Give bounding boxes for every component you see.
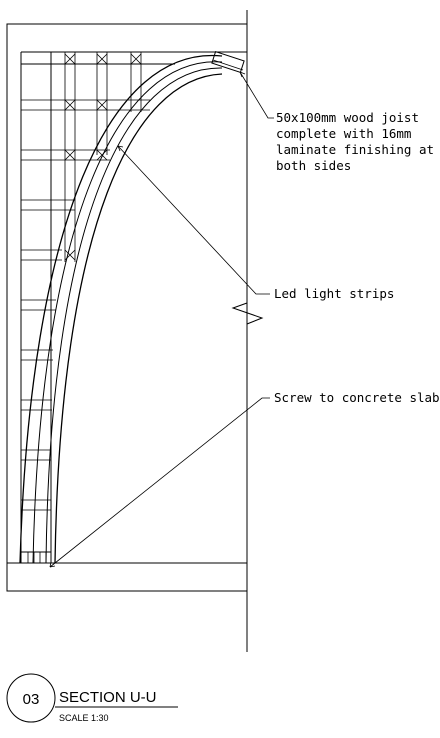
joist-end-block (211, 51, 245, 73)
joist-note-line-1: 50x100mm wood joist (276, 110, 419, 125)
arch-curve-2 (32, 61, 223, 564)
section-scale: SCALE 1:30 (59, 713, 109, 723)
leader-led (117, 145, 270, 295)
section-title: SECTION U-U (59, 689, 157, 706)
leader-joist (239, 71, 274, 119)
studs (64, 52, 142, 262)
joist-note-line-3: laminate finishing at (276, 142, 434, 157)
led-note: Led light strips (274, 286, 394, 301)
joist-note-line-4: both sides (276, 158, 351, 173)
leaders (49, 71, 274, 568)
arch (19, 54, 223, 564)
arch-inner-curve (54, 73, 223, 564)
section-number-circle (6, 673, 56, 723)
battens (21, 99, 150, 511)
cross-marks (64, 53, 142, 261)
title-block: 03 SECTION U-U SCALE 1:30 (6, 673, 178, 723)
frame-box (6, 23, 248, 592)
section-number: 03 (23, 691, 40, 708)
leader-screw (49, 397, 270, 568)
joist-note-line-2: complete with 16mm (276, 126, 411, 141)
joist-annotation: 50x100mm wood joist complete with 16mm l… (276, 110, 434, 173)
base-detail (21, 551, 51, 563)
arch-curve-3 (45, 67, 223, 564)
screw-note: Screw to concrete slab (274, 390, 440, 405)
arch-outer-curve (19, 54, 223, 564)
